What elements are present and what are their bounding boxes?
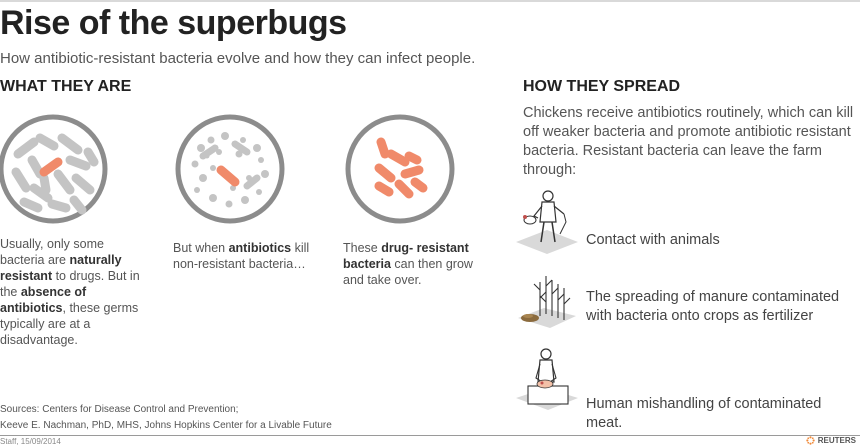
sources-line-1: Sources: Centers for Disease Control and… bbox=[0, 404, 239, 415]
brand-name: REUTERS bbox=[817, 436, 856, 445]
credit-line: Staff, 15/09/2014 bbox=[0, 437, 61, 446]
petri-dish-antibiotics-icon bbox=[173, 112, 287, 226]
route-manure-spreading: The spreading of manure contaminated wit… bbox=[586, 289, 840, 324]
petri-dish-resistant-bacteria-icon bbox=[343, 112, 457, 226]
route-meat-mishandling: Human mishandling of contaminated meat. bbox=[586, 396, 822, 431]
farmer-with-chicken-icon bbox=[514, 186, 580, 258]
petri-dish-mixed-bacteria-icon bbox=[0, 112, 110, 226]
manure-crops-icon bbox=[514, 270, 580, 336]
route-contact-with-animals: Contact with animals bbox=[586, 232, 720, 248]
top-rule bbox=[0, 0, 860, 2]
spread-intro-text: Chickens receive antibiotics routinely, … bbox=[523, 105, 854, 178]
reuters-logo: REUTERS bbox=[806, 436, 856, 445]
stage-1-caption: Usually, only some bacteria are naturall… bbox=[0, 237, 140, 347]
what-they-are-heading: WHAT THEY ARE bbox=[0, 78, 132, 95]
page-subtitle: How antibiotic-resistant bacteria evolve… bbox=[0, 50, 476, 67]
stage-2-caption: But when antibiotics kill non-resistant … bbox=[173, 241, 310, 271]
stage-3-caption: These drug- resistant bacteria can then … bbox=[343, 241, 473, 287]
sources-line-2: Keeve E. Nachman, PhD, MHS, Johns Hopkin… bbox=[0, 420, 332, 431]
sources-note: Sources: Centers for Disease Control and… bbox=[0, 402, 420, 434]
page-title: Rise of the superbugs bbox=[0, 4, 347, 42]
person-handling-meat-icon bbox=[514, 346, 580, 416]
bottom-rule bbox=[0, 435, 860, 436]
how-they-spread-heading: HOW THEY SPREAD bbox=[523, 78, 681, 95]
reuters-dots-icon bbox=[806, 436, 815, 445]
